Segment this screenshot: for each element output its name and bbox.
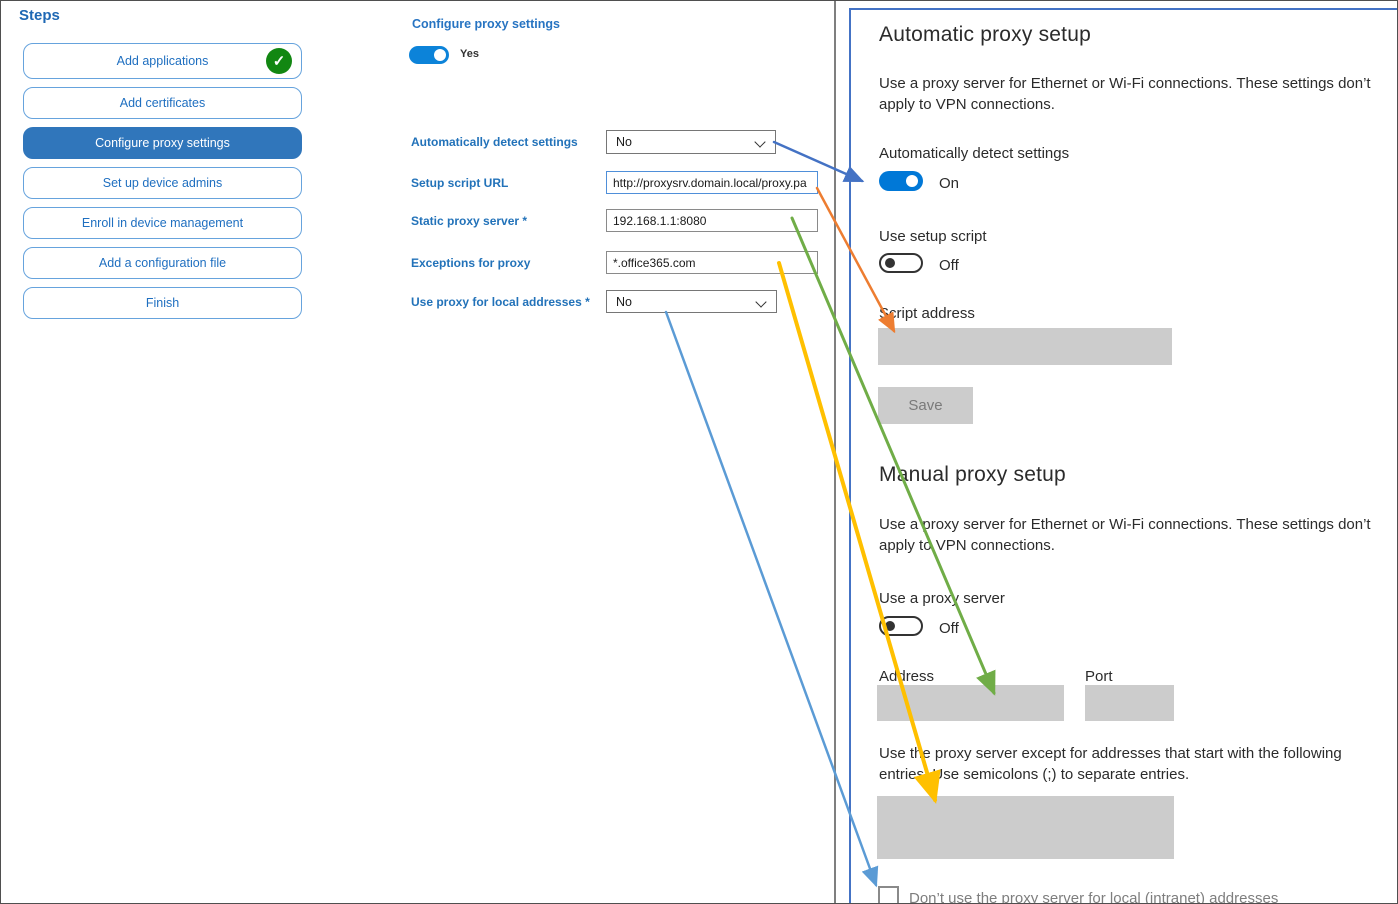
- step-label: Enroll in device management: [81, 216, 244, 230]
- local-addresses-mapping-arrow: [664, 310, 879, 888]
- field-label-use-proxy-for-local-addresses: Use proxy for local addresses *: [411, 295, 590, 309]
- use-a-proxy-server-toggle[interactable]: [879, 616, 923, 636]
- save-button: Save: [878, 387, 973, 424]
- address-input-disabled: [877, 685, 1064, 721]
- form-title: Configure proxy settings: [412, 17, 560, 31]
- step-add-certificates[interactable]: Add certificates: [23, 87, 302, 119]
- use-setup-script-state: Off: [939, 257, 959, 274]
- setup-script-url-input[interactable]: [606, 171, 818, 194]
- field-label-automatically-detect-settings: Automatically detect settings: [411, 135, 578, 149]
- step-label: Set up device admins: [102, 176, 223, 190]
- detect-settings-label: Automatically detect settings: [879, 145, 1070, 162]
- step-label: Finish: [145, 296, 180, 310]
- step-label: Add a configuration file: [98, 256, 227, 270]
- local-addresses-checkbox[interactable]: [878, 886, 899, 903]
- local-addresses-checkbox-label: Don’t use the proxy server for local (in…: [909, 890, 1279, 904]
- field-label-static-proxy-server: Static proxy server *: [411, 214, 528, 228]
- step-label: Add applications: [116, 54, 209, 68]
- step-set-up-device-admins[interactable]: Set up device admins: [23, 167, 302, 199]
- step-finish[interactable]: Finish: [23, 287, 302, 319]
- vertical-divider: [834, 1, 836, 903]
- configure-proxy-toggle-label: Yes: [460, 48, 479, 60]
- steps-panel-title: Steps: [19, 7, 60, 24]
- manual-proxy-setup-heading: Manual proxy setup: [879, 463, 1066, 486]
- manual-proxy-description: Use a proxy server for Ethernet or Wi-Fi…: [879, 516, 1371, 554]
- step-label: Configure proxy settings: [95, 136, 230, 150]
- chevron-down-icon: [754, 136, 766, 148]
- use-proxy-for-local-addresses-dropdown[interactable]: No: [606, 290, 777, 313]
- step-enroll-in-device-management[interactable]: Enroll in device management: [23, 207, 302, 239]
- proxy-exceptions-description: Use the proxy server except for addresse…: [879, 745, 1342, 783]
- use-a-proxy-server-state: Off: [939, 620, 959, 637]
- detect-settings-toggle[interactable]: [879, 171, 923, 191]
- static-proxy-server-input[interactable]: [606, 209, 818, 232]
- step-add-applications[interactable]: Add applications ✓: [23, 43, 302, 79]
- port-input-disabled: [1085, 685, 1174, 721]
- configure-proxy-toggle[interactable]: [409, 46, 449, 64]
- field-label-exceptions-for-proxy: Exceptions for proxy: [411, 256, 531, 270]
- detect-settings-state: On: [939, 175, 960, 192]
- automatic-proxy-setup-heading: Automatic proxy setup: [879, 23, 1091, 46]
- field-label-setup-script-url: Setup script URL: [411, 176, 509, 190]
- exceptions-for-proxy-input[interactable]: [606, 251, 818, 274]
- use-setup-script-label: Use setup script: [879, 228, 987, 245]
- port-label: Port: [1085, 668, 1113, 685]
- automatic-proxy-description: Use a proxy server for Ethernet or Wi-Fi…: [879, 75, 1371, 113]
- use-a-proxy-server-label: Use a proxy server: [879, 590, 1005, 607]
- step-add-a-configuration-file[interactable]: Add a configuration file: [23, 247, 302, 279]
- steps-list: Add applications ✓ Add certificates Conf…: [23, 43, 302, 319]
- proxy-exceptions-textarea-disabled: [877, 796, 1174, 859]
- script-address-input-disabled: [878, 328, 1172, 365]
- script-address-label: Script address: [879, 305, 975, 322]
- dropdown-value: No: [616, 294, 632, 309]
- use-setup-script-toggle[interactable]: [879, 253, 923, 273]
- address-label: Address: [879, 668, 935, 685]
- automatically-detect-settings-dropdown[interactable]: No: [606, 130, 776, 154]
- step-label: Add certificates: [119, 96, 206, 110]
- chevron-down-icon: [755, 296, 767, 308]
- completed-check-icon: ✓: [266, 48, 292, 74]
- step-configure-proxy-settings[interactable]: Configure proxy settings: [23, 127, 302, 159]
- dropdown-value: No: [616, 135, 632, 149]
